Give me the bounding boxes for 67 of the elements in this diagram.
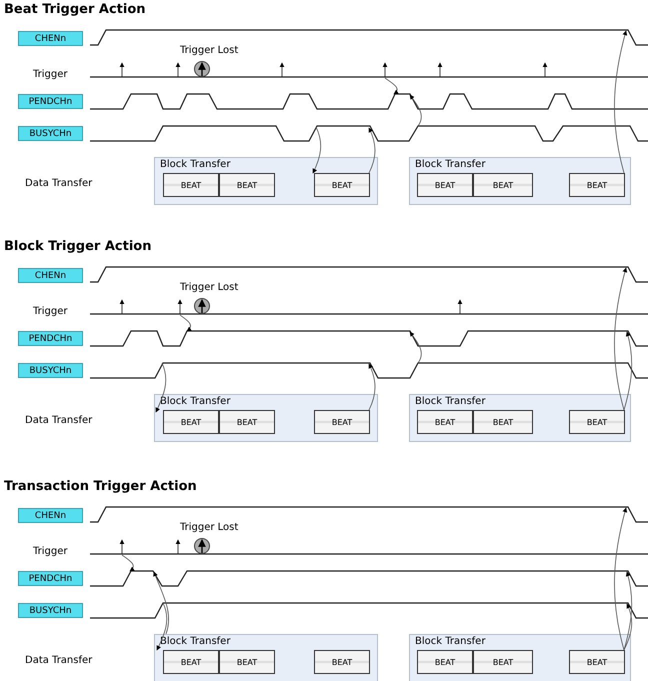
- block-transfer-panel: [409, 394, 631, 442]
- beat-box: BEAT: [219, 650, 275, 674]
- signal-label: Data Transfer: [25, 415, 92, 426]
- panel-title: Block Transfer: [160, 636, 230, 647]
- signal-label: Data Transfer: [25, 178, 92, 189]
- beat-box: BEAT: [569, 650, 625, 674]
- beat-box: BEAT: [314, 650, 370, 674]
- causal-arrow: [153, 571, 170, 634]
- beat-box: BEAT: [473, 410, 533, 434]
- section-heading: Block Trigger Action: [4, 239, 152, 254]
- causal-arrow: [384, 78, 399, 94]
- beat-box: BEAT: [314, 173, 370, 197]
- signal-label: Trigger: [33, 546, 68, 557]
- causal-arrow: [410, 94, 422, 126]
- signal-name-box: CHENn: [18, 31, 83, 46]
- signal-name-box: CHENn: [18, 268, 83, 283]
- panel-title: Block Transfer: [415, 396, 486, 407]
- block-transfer-panel: [154, 157, 378, 205]
- signal-name-box: PENDCHn: [18, 94, 83, 109]
- section-heading: Beat Trigger Action: [4, 2, 146, 17]
- block-transfer-panel: [409, 634, 631, 681]
- block-transfer-panel: [154, 634, 378, 681]
- beat-box: BEAT: [163, 173, 219, 197]
- signal-label: Trigger: [33, 69, 68, 80]
- annotation-text: Trigger Lost: [180, 282, 238, 293]
- signal-name-box: PENDCHn: [18, 571, 83, 586]
- panel-title: Block Transfer: [160, 159, 230, 170]
- causal-arrow: [624, 571, 632, 650]
- causal-arrow: [624, 603, 632, 650]
- beat-box: BEAT: [417, 173, 473, 197]
- beat-box: BEAT: [219, 173, 275, 197]
- beat-box: BEAT: [473, 650, 533, 674]
- signal-label: Trigger: [33, 306, 68, 317]
- panel-title: Block Transfer: [160, 396, 230, 407]
- beat-box: BEAT: [417, 650, 473, 674]
- beat-box: BEAT: [417, 410, 473, 434]
- panel-title: Block Transfer: [415, 159, 486, 170]
- signal-name-box: BUSYCHn: [18, 363, 83, 378]
- signal-name-box: PENDCHn: [18, 331, 83, 346]
- causal-arrow: [180, 314, 192, 332]
- causal-arrow: [614, 507, 628, 650]
- causal-arrow: [368, 127, 376, 174]
- signal-name-box: BUSYCHn: [18, 603, 83, 618]
- signal-name-box: BUSYCHn: [18, 126, 83, 141]
- annotation-text: Trigger Lost: [180, 45, 238, 56]
- beat-box: BEAT: [163, 650, 219, 674]
- causal-arrow: [122, 554, 135, 572]
- causal-arrow: [312, 126, 322, 174]
- annotation-text: Trigger Lost: [180, 522, 238, 533]
- causal-arrow: [614, 267, 628, 410]
- signal-label: Data Transfer: [25, 655, 92, 666]
- beat-box: BEAT: [314, 410, 370, 434]
- panel-title: Block Transfer: [415, 636, 486, 647]
- beat-box: BEAT: [219, 410, 275, 434]
- beat-box: BEAT: [569, 173, 625, 197]
- beat-box: BEAT: [569, 410, 625, 434]
- beat-box: BEAT: [473, 173, 533, 197]
- causal-arrow: [156, 362, 166, 413]
- block-transfer-panel: [154, 394, 378, 442]
- causal-arrow: [410, 332, 422, 364]
- section-heading: Transaction Trigger Action: [4, 479, 197, 494]
- causal-arrow: [156, 602, 168, 651]
- causal-arrow: [624, 331, 632, 410]
- beat-box: BEAT: [163, 410, 219, 434]
- block-transfer-panel: [409, 157, 631, 205]
- signal-name-box: CHENn: [18, 508, 83, 523]
- causal-arrow: [368, 363, 376, 410]
